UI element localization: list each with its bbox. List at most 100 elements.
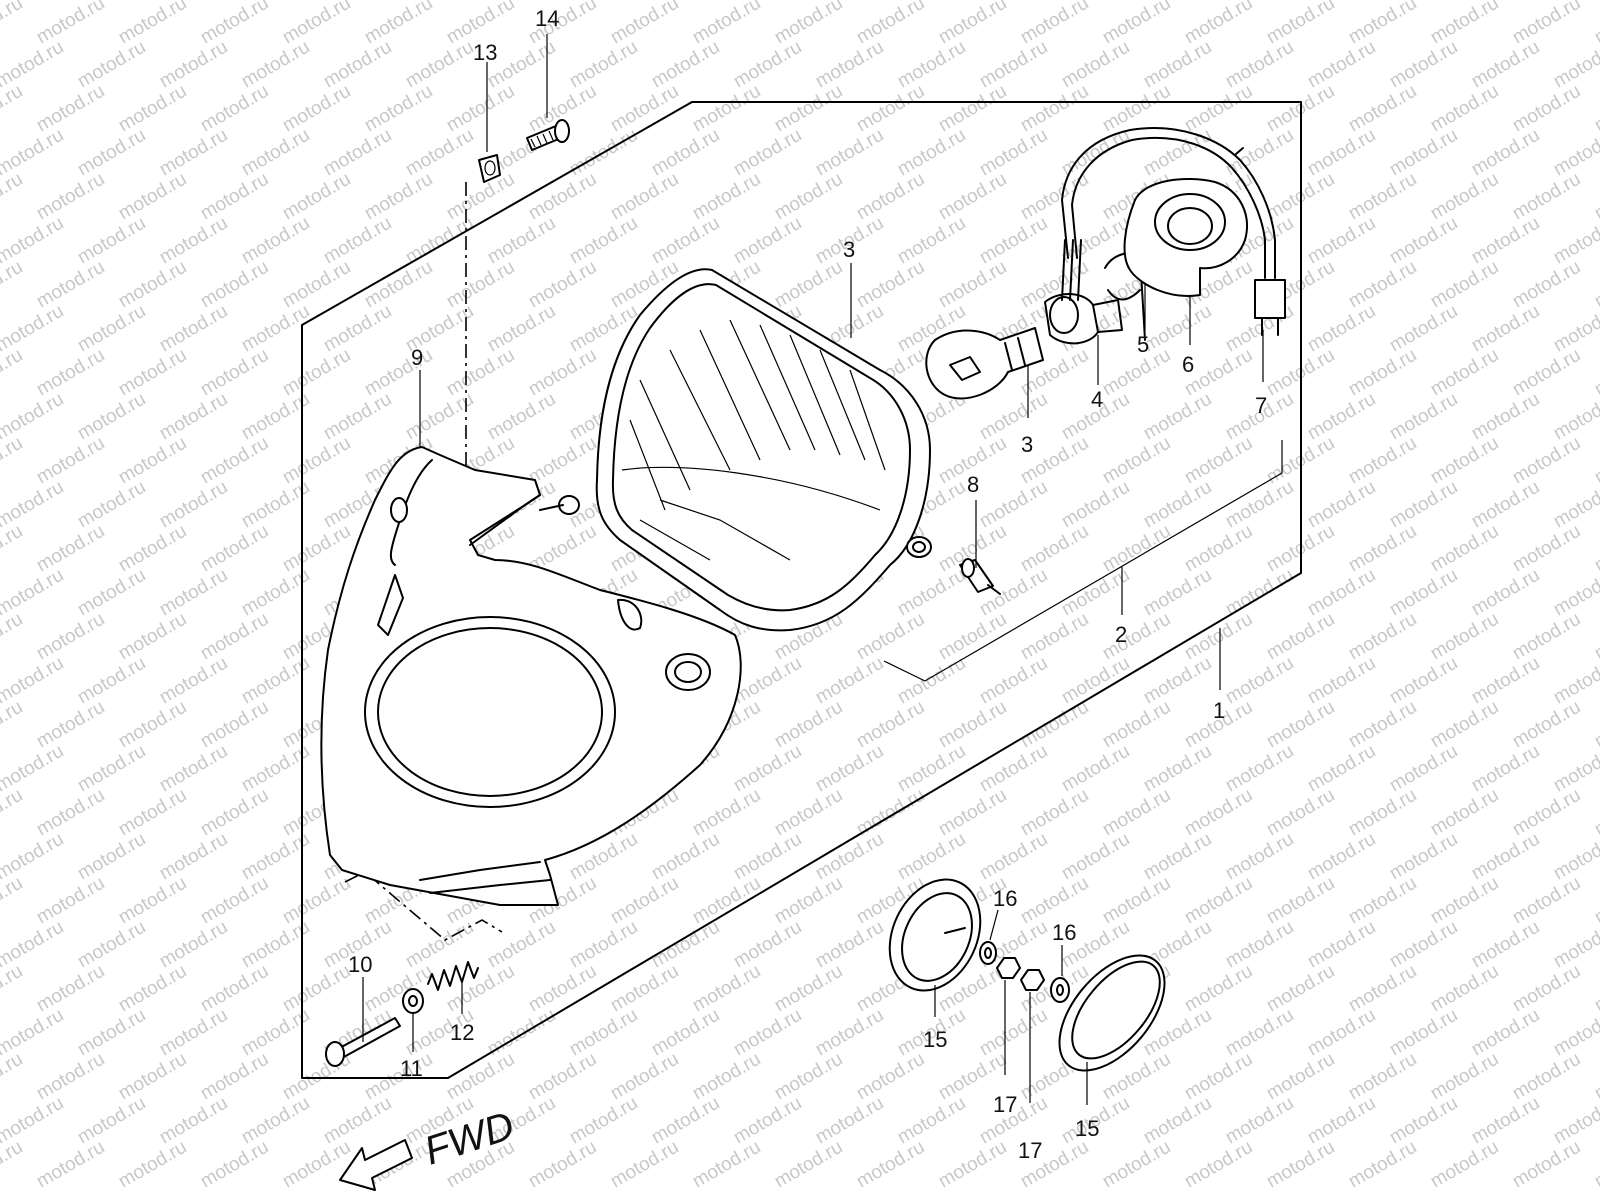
watermark-text: motod.ru: [607, 1137, 682, 1193]
watermark-text: motod.ru: [648, 1005, 723, 1061]
watermark-text: motod.ru: [648, 213, 723, 269]
callout-4: 4: [1091, 387, 1103, 412]
watermark-text: motod.ru: [1427, 873, 1502, 929]
watermark-text: motod.ru: [1304, 389, 1379, 445]
watermark-text: motod.ru: [238, 125, 313, 181]
watermark-text: motod.ru: [1468, 477, 1543, 533]
watermark-text: motod.ru: [33, 1137, 108, 1193]
watermark-text: motod.ru: [402, 37, 477, 93]
watermark-text: motod.ru: [689, 1137, 764, 1193]
watermark-text: motod.ru: [1386, 565, 1461, 621]
watermark-text: motod.ru: [812, 653, 887, 709]
watermark-text: motod.ru: [443, 1049, 518, 1105]
watermark-text: motod.ru: [894, 653, 969, 709]
watermark-text: motod.ru: [156, 917, 231, 973]
watermark-text: motod.ru: [156, 37, 231, 93]
watermark-text: motod.ru: [1140, 389, 1215, 445]
watermark-text: motod.ru: [1509, 609, 1584, 665]
watermark-text: motod.ru: [361, 81, 436, 137]
watermark-text: motod.ru: [812, 125, 887, 181]
watermark-text: motod.ru: [279, 345, 354, 401]
watermark-text: motod.ru: [1591, 1137, 1600, 1193]
watermark-text: motod.ru: [1345, 1137, 1420, 1193]
watermark-text: motod.ru: [197, 785, 272, 841]
watermark-text: motod.ru: [1591, 609, 1600, 665]
watermark-text: motod.ru: [1509, 785, 1584, 841]
watermark-text: motod.ru: [730, 829, 805, 885]
watermark-text: motod.ru: [74, 1005, 149, 1061]
watermark-text: motod.ru: [197, 1049, 272, 1105]
watermark-text: motod.ru: [1509, 257, 1584, 313]
washer-16b-part: [1050, 977, 1070, 1003]
watermark-text: motod.ru: [1427, 257, 1502, 313]
watermark-text: motod.ru: [1304, 1005, 1379, 1061]
watermark-text: motod.ru: [1181, 785, 1256, 841]
watermark-text: motod.ru: [1509, 697, 1584, 753]
watermark-text: motod.ru: [935, 1137, 1010, 1193]
watermark-text: motod.ru: [0, 873, 26, 929]
watermark-text: motod.ru: [1427, 1137, 1502, 1193]
watermark-text: motod.ru: [156, 125, 231, 181]
watermark-text: motod.ru: [1263, 1137, 1338, 1193]
watermark-text: motod.ru: [0, 257, 26, 313]
watermark-text: motod.ru: [197, 433, 272, 489]
callout-8: 8: [967, 472, 979, 497]
guide-bolt-line: [344, 871, 503, 941]
watermark-text: motod.ru: [1263, 1049, 1338, 1105]
callout-2: 2: [1115, 622, 1127, 647]
watermark-text: motod.ru: [771, 1049, 846, 1105]
watermark-text: motod.ru: [853, 0, 928, 48]
watermark-text: motod.ru: [279, 961, 354, 1017]
watermark-text: motod.ru: [1468, 37, 1543, 93]
watermark-text: motod.ru: [730, 125, 805, 181]
callout-15a: 15: [923, 1027, 947, 1052]
watermark-text: motod.ru: [115, 785, 190, 841]
bolt-part: [325, 1017, 401, 1067]
watermark-text: motod.ru: [607, 873, 682, 929]
watermark-text: motod.ru: [935, 81, 1010, 137]
watermark-text: motod.ru: [1345, 345, 1420, 401]
watermark-text: motod.ru: [1222, 829, 1297, 885]
watermark-text: motod.ru: [115, 961, 190, 1017]
watermark-text: motod.ru: [935, 0, 1010, 48]
callout-6: 6: [1182, 352, 1194, 377]
watermark-text: motod.ru: [33, 521, 108, 577]
watermark-text: motod.ru: [1099, 521, 1174, 577]
watermark-text: motod.ru: [1591, 345, 1600, 401]
watermark-text: motod.ru: [33, 609, 108, 665]
watermark-text: motod.ru: [279, 521, 354, 577]
watermark-text: motod.ru: [1386, 37, 1461, 93]
watermark-text: motod.ru: [730, 1093, 805, 1149]
watermark-text: motod.ru: [1386, 741, 1461, 797]
watermark-text: motod.ru: [74, 477, 149, 533]
watermark-text: motod.ru: [1509, 521, 1584, 577]
watermark-text: motod.ru: [1222, 477, 1297, 533]
watermark-text: motod.ru: [0, 81, 26, 137]
watermark-text: motod.ru: [1386, 653, 1461, 709]
watermark-text: motod.ru: [1591, 873, 1600, 929]
watermark-text: motod.ru: [894, 565, 969, 621]
watermark-text: motod.ru: [115, 257, 190, 313]
watermark-text: motod.ru: [648, 1093, 723, 1149]
watermark-text: motod.ru: [1304, 1093, 1379, 1149]
watermark-text: motod.ru: [1427, 697, 1502, 753]
watermark-text: motod.ru: [935, 785, 1010, 841]
watermark-text: motod.ru: [1263, 873, 1338, 929]
watermark-text: motod.ru: [115, 1049, 190, 1105]
watermark-text: motod.ru: [689, 785, 764, 841]
watermark-text: motod.ru: [1509, 1137, 1584, 1193]
watermark-text: motod.ru: [1386, 1005, 1461, 1061]
watermark-text: motod.ru: [689, 0, 764, 48]
watermark-text: motod.ru: [730, 741, 805, 797]
watermark-text: motod.ru: [1386, 301, 1461, 357]
watermark-text: motod.ru: [894, 37, 969, 93]
watermark-text: motod.ru: [1181, 433, 1256, 489]
watermark-text: motod.ru: [1140, 125, 1215, 181]
watermark-text: motod.ru: [771, 257, 846, 313]
watermark-text: motod.ru: [33, 785, 108, 841]
watermark-text: motod.ru: [1304, 741, 1379, 797]
watermark-text: motod.ru: [1386, 477, 1461, 533]
watermark-text: motod.ru: [812, 37, 887, 93]
watermark-text: motod.ru: [115, 1137, 190, 1193]
watermark-text: motod.ru: [1386, 213, 1461, 269]
